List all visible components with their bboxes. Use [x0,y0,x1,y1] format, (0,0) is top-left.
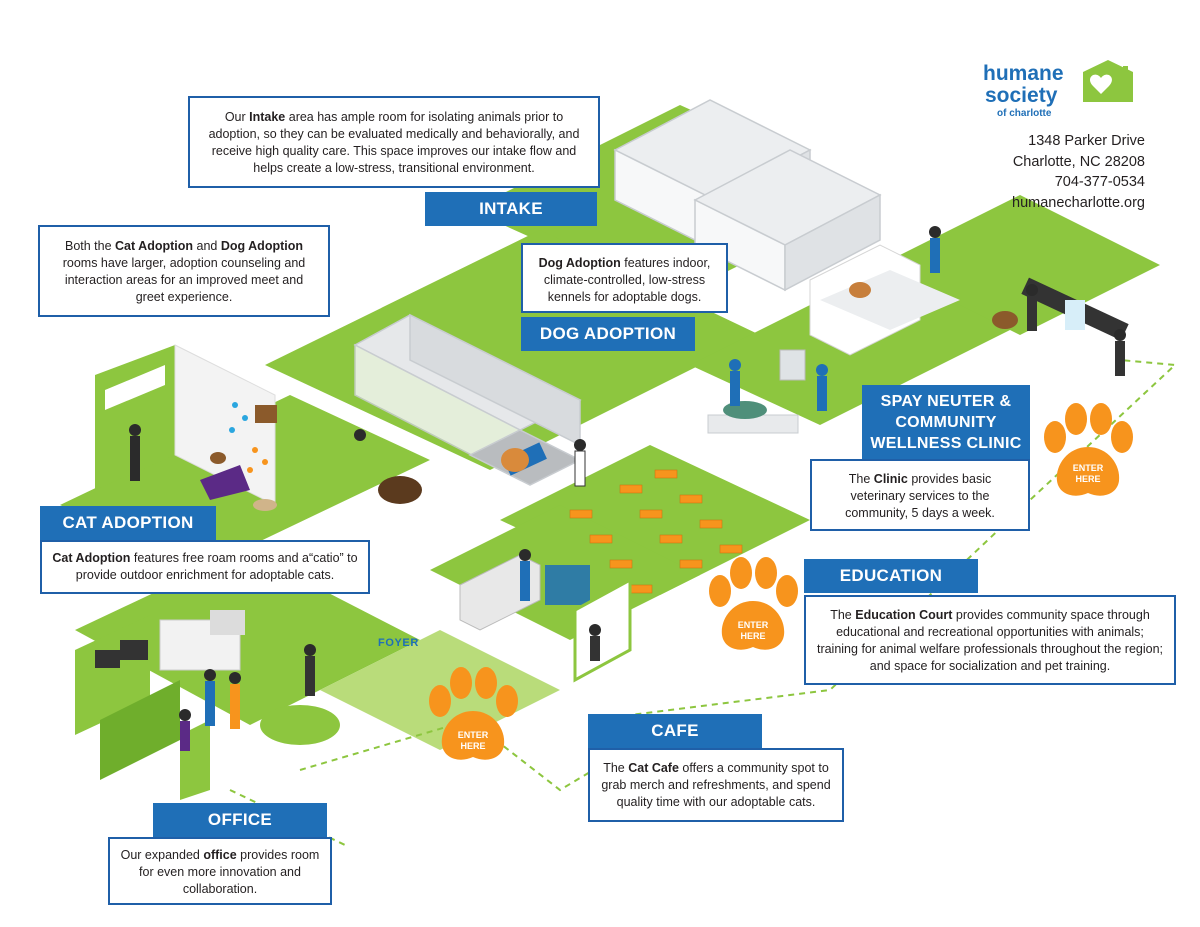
intake-label: INTAKE [425,192,597,226]
cat-adoption-description: Cat Adoption features free roam rooms an… [40,540,370,594]
figures [129,226,1126,751]
address-block: 1348 Parker Drive Charlotte, NC 28208 70… [1012,131,1145,213]
address-website[interactable]: humanecharlotte.org [1012,194,1145,211]
clinic-label: SPAY NEUTER & COMMUNITY WELLNESS CLINIC [862,385,1030,459]
logo-line3: of charlotte [997,108,1052,119]
paw-icon[interactable] [418,667,528,767]
logo-line2: society [985,84,1058,107]
education-desks [569,469,743,594]
logo-line1: humane [983,62,1064,85]
cafe-description: The Cat Cafe offers a community spot to … [588,748,844,822]
dog-adoption-description: Dog Adoption features indoor, climate-co… [521,243,728,313]
education-description: The Education Court provides community s… [804,595,1176,685]
cat-room-pawprints-orange [247,447,268,473]
humane-society-logo: humane society of charlotte [983,58,1163,133]
dog-adoption-label: DOG ADOPTION [521,317,695,351]
paw-icon[interactable] [1033,403,1143,503]
address-street: 1348 Parker Drive [1028,133,1145,149]
cat-adoption-label: CAT ADOPTION [40,506,216,540]
foyer-label: FOYER [378,637,419,649]
cat-room-pawprints [229,402,248,433]
cat-room [95,344,277,506]
office-description: Our expanded office provides room for ev… [108,837,332,905]
logo-graphic: humane society of charlotte [983,60,1133,119]
house-heart-icon [1083,60,1133,102]
clinic-description: The Clinic provides basic veterinary ser… [810,459,1030,531]
adoption-rooms-description: Both the Cat Adoption and Dog Adoption r… [38,225,330,317]
paw-icon[interactable] [698,557,808,657]
education-label: EDUCATION [804,559,978,593]
intake-description: Our Intake area has ample room for isola… [188,96,600,188]
waiting-area [1021,277,1129,341]
cafe-label: CAFE [588,714,762,748]
office-label: OFFICE [153,803,327,837]
dog-kennels [353,313,582,486]
intake-bold: Intake [249,110,286,124]
address-city: Charlotte, NC 28208 [1012,153,1145,170]
bear-dog [378,476,422,504]
address-phone: 704-377-0534 [1054,174,1145,190]
